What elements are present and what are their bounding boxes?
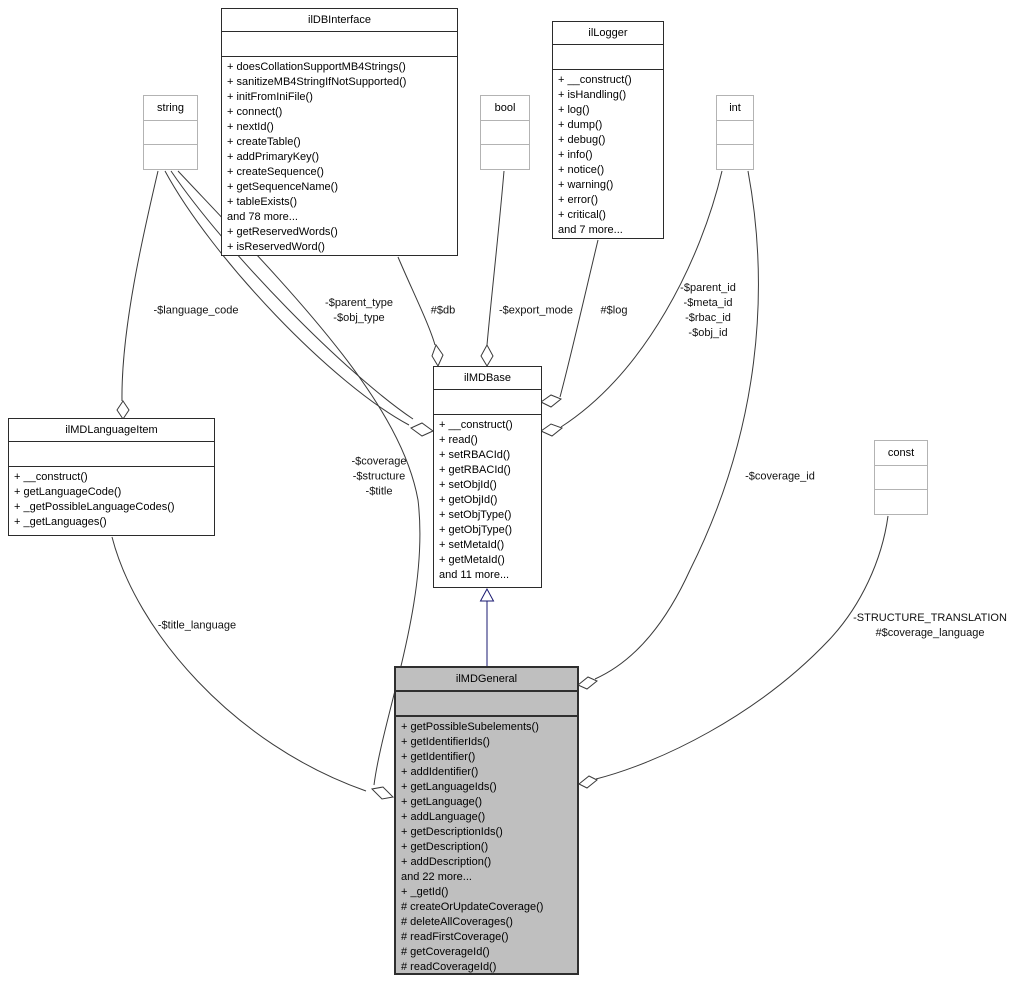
class-title: ilLogger <box>553 22 663 45</box>
edge-label-parent-obj-type: -$parent_type-$obj_type <box>325 297 393 324</box>
type-const: const <box>874 440 928 515</box>
edge-int-ilmdbase <box>560 170 723 428</box>
edge-int-ilmdgeneral <box>594 170 759 680</box>
class-attributes-empty <box>434 390 541 415</box>
aggregation-diamond <box>431 343 444 368</box>
edge-label-log: #$log <box>600 304 628 317</box>
type-empty-row <box>481 121 529 145</box>
type-bool: bool <box>480 95 530 170</box>
type-string: string <box>143 95 198 170</box>
class-attributes-empty <box>553 45 663 70</box>
class-methods: + doesCollationSupportMB4Strings()+ sani… <box>227 61 407 253</box>
edge-string-ilmdbase-2 <box>170 170 414 420</box>
class-methods: + __construct()+ isHandling()+ log()+ du… <box>558 74 632 236</box>
class-attributes-empty <box>222 32 457 57</box>
type-label: string <box>144 96 197 121</box>
type-empty-row <box>144 145 197 169</box>
type-label: const <box>875 441 927 466</box>
edge-string-ilmdgeneral <box>177 170 421 786</box>
class-ilmdlanguageitem[interactable]: ilMDLanguageItem + __construct()+ getLan… <box>8 418 215 536</box>
edge-string-ilmdbase-1 <box>164 170 410 426</box>
class-methods: + __construct()+ getLanguageCode()+ _get… <box>14 471 175 528</box>
class-ilmdgeneral-current: ilMDGeneral + getPossibleSubelements()+ … <box>394 666 579 975</box>
class-title: ilMDLanguageItem <box>9 419 214 442</box>
class-attributes-empty <box>396 692 577 717</box>
edge-label-language-code: -$language_code <box>153 304 239 317</box>
type-int: int <box>716 95 754 170</box>
edge-string-ilmdlanguageitem <box>121 170 159 402</box>
type-empty-row <box>481 145 529 169</box>
class-illogger[interactable]: ilLogger + __construct()+ isHandling()+ … <box>552 21 664 239</box>
edge-label-ids: -$parent_id-$meta_id-$rbac_id-$obj_id <box>680 282 736 339</box>
class-ilmdbase[interactable]: ilMDBase + __construct()+ read()+ setRBA… <box>433 366 542 588</box>
edge-label-structure-translation: -STRUCTURE_TRANSLATION#$coverage_languag… <box>853 612 1007 639</box>
edge-illogger-ilmdbase <box>559 239 599 398</box>
type-label: int <box>717 96 753 121</box>
edge-const-ilmdgeneral <box>595 515 889 780</box>
aggregation-diamond <box>540 394 562 408</box>
aggregation-diamond <box>480 343 494 367</box>
edge-label-coverage-structure-title: -$coverage-$structure-$title <box>351 455 407 498</box>
class-ildbinterface[interactable]: ilDBInterface + doesCollationSupportMB4S… <box>221 8 458 256</box>
type-empty-row <box>717 121 753 145</box>
type-label: bool <box>481 96 529 121</box>
type-empty-row <box>144 121 197 145</box>
edge-label-coverage-id: -$coverage_id <box>745 470 815 483</box>
type-empty-row <box>717 145 753 169</box>
class-title: ilMDBase <box>434 367 541 390</box>
edge-label-db: #$db <box>430 304 456 317</box>
edge-ildbinterface-ilmdbase <box>397 256 436 346</box>
edge-label-export-mode: -$export_mode <box>499 304 573 317</box>
aggregation-diamond <box>578 775 598 789</box>
aggregation-diamond <box>370 786 395 800</box>
aggregation-diamond <box>116 400 130 420</box>
edge-bool-ilmdbase <box>486 170 505 346</box>
type-empty-row <box>875 490 927 514</box>
class-methods: + __construct()+ read()+ setRBACId()+ ge… <box>439 419 513 581</box>
class-title: ilDBInterface <box>222 9 457 32</box>
aggregation-diamond <box>577 676 598 690</box>
edge-label-title-language: -$title_language <box>157 619 237 632</box>
aggregation-diamond <box>539 423 564 437</box>
type-empty-row <box>875 466 927 490</box>
edge-ilmdlanguageitem-ilmdgeneral <box>111 536 367 792</box>
class-title: ilMDGeneral <box>396 668 577 692</box>
class-methods: + getPossibleSubelements()+ getIdentifie… <box>401 721 544 973</box>
aggregation-diamond <box>410 422 434 437</box>
inheritance-arrowhead <box>479 587 495 602</box>
class-attributes-empty <box>9 442 214 467</box>
